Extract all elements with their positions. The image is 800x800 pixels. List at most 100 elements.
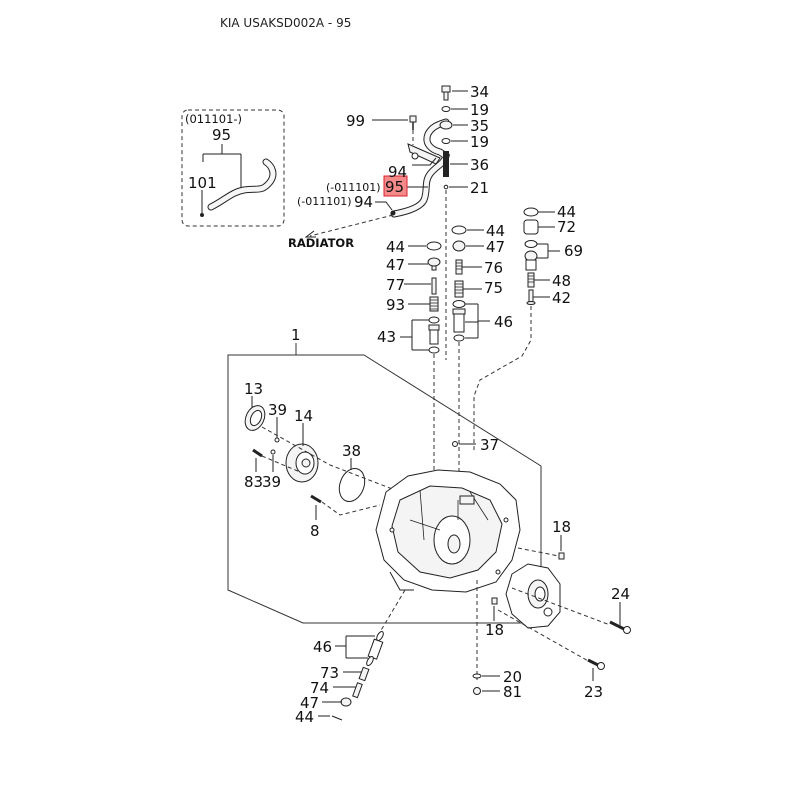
right-leaders (482, 535, 621, 692)
callout-47b[interactable]: 47 (486, 238, 505, 256)
callout-81[interactable]: 81 (503, 683, 522, 701)
callout-69[interactable]: 69 (564, 242, 583, 260)
callout-48[interactable]: 48 (552, 272, 571, 290)
inset-box: (011101-) 95 101 (181, 109, 285, 227)
callout-24[interactable]: 24 (611, 585, 630, 603)
spring-74-icon (352, 682, 363, 699)
callout-23[interactable]: 23 (584, 683, 603, 701)
inset-bracket (202, 144, 242, 188)
spring-48-icon (527, 272, 535, 288)
callout-94b[interactable]: 94 (354, 193, 373, 211)
hose-assembly (304, 85, 453, 360)
inset-date-range: (011101-) (185, 112, 242, 126)
callout-75[interactable]: 75 (484, 279, 503, 297)
callout-76[interactable]: 76 (484, 259, 503, 277)
sleeve-46-icon (453, 313, 465, 333)
callout-8[interactable]: 8 (310, 522, 320, 540)
spring-73-icon (358, 666, 370, 682)
callout-47c[interactable]: 47 (300, 694, 319, 712)
cap-47c-icon (340, 697, 352, 707)
callout-13[interactable]: 13 (244, 380, 263, 398)
callout-19[interactable]: 19 (470, 101, 489, 119)
oring-69-icon (524, 240, 538, 248)
valve-leaders (400, 211, 560, 351)
callout-72[interactable]: 72 (557, 218, 576, 236)
top-leaders (372, 90, 468, 211)
callout-46b[interactable]: 46 (313, 638, 332, 656)
bracket-icon (407, 143, 441, 165)
spring-75-icon (454, 280, 464, 298)
callout-77[interactable]: 77 (386, 276, 405, 294)
washer-20-icon (472, 673, 482, 679)
cap-47-icon (427, 257, 441, 267)
callout-39[interactable]: 39 (268, 401, 287, 419)
bolt-8-icon (310, 494, 322, 504)
sleeve-43-icon (429, 329, 439, 345)
oring-43a-icon (428, 316, 440, 324)
callout-94[interactable]: 94 (388, 163, 407, 181)
hose-inset-icon (208, 159, 276, 210)
callout-39b[interactable]: 39 (262, 473, 281, 491)
callout-18[interactable]: 18 (552, 518, 571, 536)
hose-95-icon (391, 119, 449, 217)
callout-37[interactable]: 37 (480, 436, 499, 454)
callout-20[interactable]: 20 (503, 668, 522, 686)
callout-44b[interactable]: 44 (486, 222, 505, 240)
cap-72-icon (523, 219, 539, 235)
callout-44[interactable]: 44 (386, 238, 405, 256)
oring-46a-icon (452, 300, 466, 308)
dowel-18b-icon (491, 597, 498, 605)
callout-83[interactable]: 83 (244, 473, 263, 491)
ball-21-icon (443, 184, 449, 190)
inset-label-101[interactable]: 101 (188, 174, 217, 192)
pin-77-icon (431, 277, 437, 295)
radiator-arrow (309, 214, 394, 237)
end-cover (472, 547, 631, 695)
washer-19-icon (441, 106, 451, 112)
callout-42[interactable]: 42 (552, 289, 571, 307)
callout-21[interactable]: 21 (470, 179, 489, 197)
oring-44-icon (426, 241, 442, 251)
clamp-icon (200, 213, 204, 217)
callout-34[interactable]: 34 (470, 83, 489, 101)
callout-44d[interactable]: 44 (295, 708, 314, 726)
callout-1[interactable]: 1 (291, 326, 301, 344)
oring-43b-icon (428, 346, 440, 354)
bolt-34-icon (441, 85, 451, 93)
radiator-label: RADIATOR (288, 236, 354, 250)
ball-39-icon (274, 437, 280, 443)
dowel-18a-icon (558, 552, 565, 560)
left-parts (244, 405, 458, 516)
callout-46[interactable]: 46 (494, 313, 513, 331)
callout-19b[interactable]: 19 (470, 133, 489, 151)
callout-99[interactable]: 99 (346, 112, 365, 130)
bolt-99-icon (409, 115, 417, 123)
eye-35-icon (439, 120, 453, 130)
callout-43[interactable]: 43 (377, 328, 396, 346)
pin-42-icon (528, 289, 534, 303)
callout-73[interactable]: 73 (320, 664, 339, 682)
callout-74[interactable]: 74 (310, 679, 329, 697)
oring-46b-icon (453, 334, 465, 342)
oring-44b-icon (451, 225, 467, 235)
callout-14[interactable]: 14 (294, 407, 313, 425)
inset-label-95[interactable]: 95 (212, 126, 231, 144)
date-prefix-95: (-011101) (326, 181, 381, 194)
callout-47[interactable]: 47 (386, 256, 405, 274)
callout-36[interactable]: 36 (470, 156, 489, 174)
clamp-94-icon (390, 210, 396, 216)
bolt-36-icon (443, 151, 449, 177)
callout-35[interactable]: 35 (470, 117, 489, 135)
bottom-leaders (318, 635, 375, 717)
callout-93[interactable]: 93 (386, 296, 405, 314)
cap-47b-icon (452, 240, 466, 252)
callout-38[interactable]: 38 (342, 442, 361, 460)
callout-95-highlighted[interactable]: 95 (385, 178, 404, 196)
page-title: KIA USAKSD002A - 95 (220, 16, 352, 30)
callout-44c[interactable]: 44 (557, 203, 576, 221)
callout-18b[interactable]: 18 (485, 621, 504, 639)
washer-19b-icon (441, 138, 451, 144)
valve-stack-left (426, 241, 442, 500)
highlight-box-95[interactable] (383, 175, 408, 197)
